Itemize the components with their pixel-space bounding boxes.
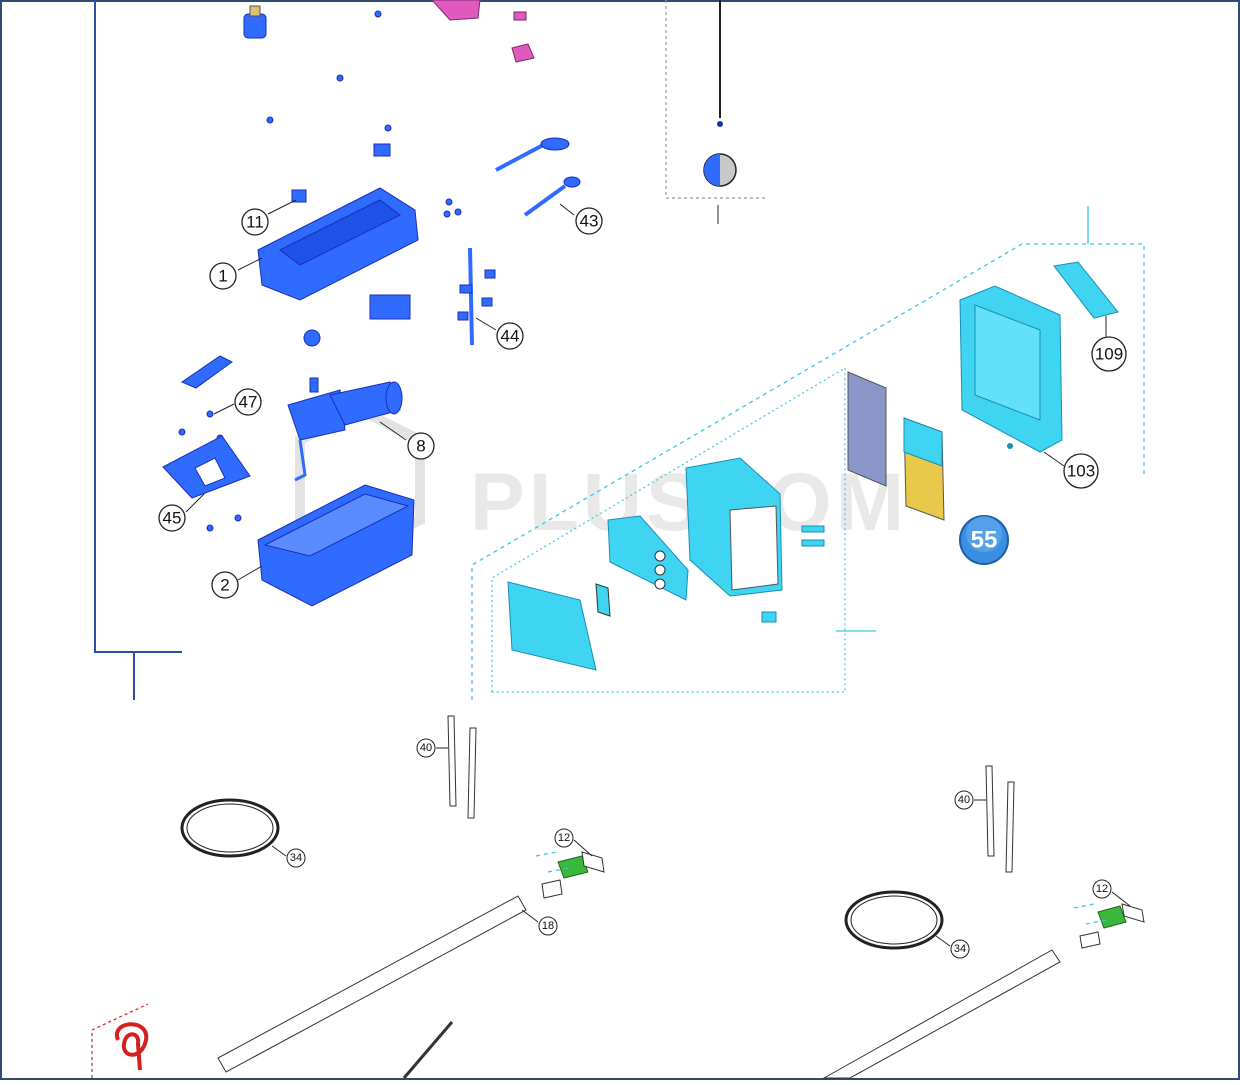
- callout-1: 1: [209, 262, 237, 290]
- svg-text:2: 2: [220, 576, 229, 595]
- callout-47: 47: [234, 388, 262, 416]
- svg-text:47: 47: [239, 393, 258, 412]
- svg-text:12: 12: [558, 832, 570, 844]
- antenna-group: [665, 0, 768, 224]
- callout-34-right: 34: [950, 939, 970, 959]
- svg-text:12: 12: [1096, 883, 1108, 895]
- motor-cover-part: [257, 484, 415, 607]
- callout-40-right: 40: [954, 790, 974, 810]
- callout-103: 103: [1063, 453, 1099, 489]
- svg-text:8: 8: [416, 437, 425, 456]
- svg-text:43: 43: [580, 212, 599, 231]
- mounting-plate-part: [162, 355, 251, 532]
- wiring-harness-part: [457, 247, 496, 346]
- leader-lines: [185, 199, 1131, 947]
- svg-text:45: 45: [163, 509, 182, 528]
- red-cable-part: [91, 1003, 149, 1078]
- svg-text:11: 11: [246, 213, 264, 232]
- callout-40-left: 40: [416, 738, 436, 758]
- svg-text:1: 1: [218, 267, 227, 286]
- svg-text:44: 44: [501, 327, 520, 346]
- group-frame-line: [94, 0, 182, 653]
- right-rail-section: [822, 765, 1145, 1079]
- svg-text:40: 40: [958, 794, 970, 806]
- release-cable-part: [495, 137, 581, 217]
- svg-text:34: 34: [290, 852, 302, 864]
- svg-text:18: 18: [542, 920, 554, 932]
- svg-text:40: 40: [420, 742, 432, 754]
- callout-18: 18: [538, 916, 558, 936]
- callout-43: 43: [575, 207, 603, 235]
- top-small-parts: [243, 0, 535, 157]
- left-rail-section: [180, 715, 605, 1079]
- svg-text:34: 34: [954, 943, 966, 955]
- badge-label: 55: [971, 527, 998, 554]
- callout-44: 44: [496, 322, 524, 350]
- svg-text:109: 109: [1095, 345, 1123, 364]
- callout-12-right: 12: [1092, 879, 1112, 899]
- callout-34-left: 34: [286, 848, 306, 868]
- assembly-number-badge: 55: [959, 515, 1009, 565]
- callout-12-left: 12: [554, 828, 574, 848]
- motor-part: [287, 377, 403, 482]
- gear-housing-part: [257, 187, 462, 347]
- callout-8: 8: [407, 432, 435, 460]
- svg-text:103: 103: [1067, 462, 1095, 481]
- callout-2: 2: [211, 571, 239, 599]
- callout-109: 109: [1091, 336, 1127, 372]
- callout-11: 11: [241, 208, 269, 236]
- callout-45: 45: [158, 504, 186, 532]
- control-unit-group: [471, 206, 1145, 700]
